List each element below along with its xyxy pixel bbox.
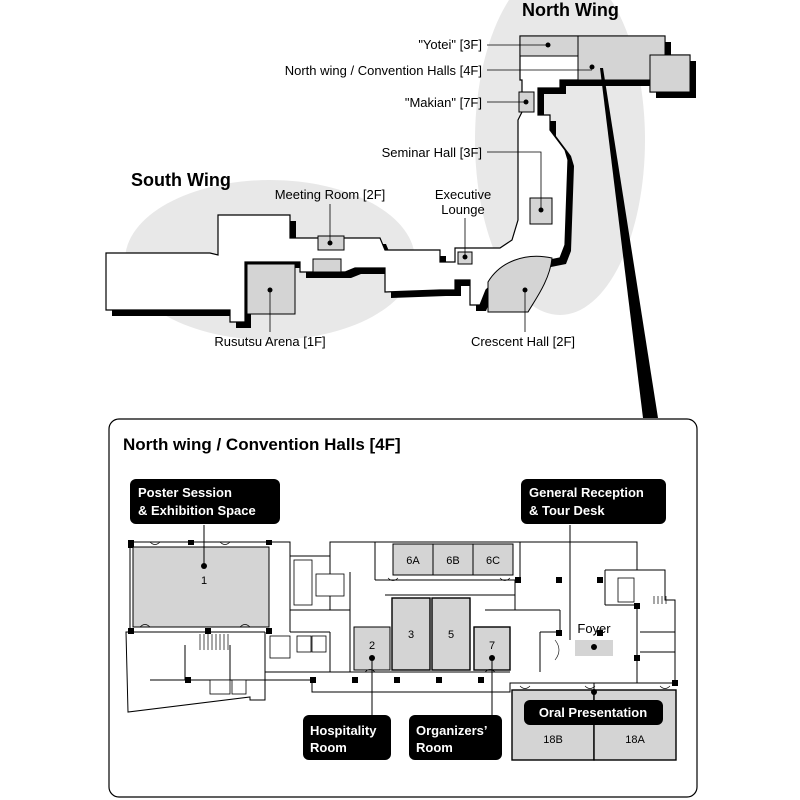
dot-meeting-room: [327, 240, 333, 246]
label-seminar-hall: Seminar Hall [3F]: [382, 145, 482, 160]
callout-poster: Poster Session & Exhibition Space: [130, 479, 280, 524]
north-wing-title: North Wing: [522, 0, 619, 20]
overview-labels: "Yotei" [3F] North wing / Convention Hal…: [214, 37, 595, 349]
building-footprint: [105, 35, 691, 323]
room-7-label: 7: [489, 640, 495, 652]
room-7-marker: [489, 655, 495, 661]
room-1-marker: [201, 563, 207, 569]
room-18b-label: 18B: [543, 734, 563, 746]
detail-title: North wing / Convention Halls [4F]: [123, 435, 401, 454]
room-3-label: 3: [408, 629, 414, 641]
dot-rusutsu-arena: [267, 287, 273, 293]
foyer-label: Foyer: [577, 621, 611, 636]
room-1: [132, 546, 270, 628]
label-executive-lounge-2: Lounge: [441, 202, 484, 217]
room-6a: [392, 543, 434, 576]
dot-yotei: [545, 42, 551, 48]
callout-oral: Oral Presentation: [524, 700, 663, 725]
foyer-marker: [591, 644, 597, 650]
room-6b: [432, 543, 474, 576]
callout-leaders: [203, 525, 595, 715]
label-executive-lounge-1: Executive: [435, 187, 491, 202]
dot-seminar-hall: [538, 207, 544, 213]
room-2-marker: [369, 655, 375, 661]
room-6a-label: 6A: [406, 555, 420, 567]
label-crescent-hall: Crescent Hall [2F]: [471, 334, 575, 349]
callout-hospitality-line1: Hospitality: [310, 723, 377, 738]
callout-oral-text: Oral Presentation: [539, 705, 647, 720]
doors: [139, 541, 671, 689]
stairs: [199, 596, 667, 650]
callout-organizers: Organizers’ Room: [409, 715, 502, 760]
callout-reception: General Reception & Tour Desk: [521, 479, 666, 524]
pillars: [128, 540, 678, 686]
room-5-label: 5: [448, 629, 454, 641]
callout-reception-line1: General Reception: [529, 485, 644, 500]
dot-north-convention: [589, 64, 595, 70]
crescent-hall-shape: [487, 255, 553, 313]
callout-hospitality-line2: Room: [310, 740, 347, 755]
room-3: [391, 597, 431, 671]
zoom-pointer: [600, 68, 658, 418]
meeting-room-lower: [312, 258, 342, 273]
service-rooms: [209, 559, 635, 695]
north-convention-extension: [649, 54, 691, 93]
label-yotei: "Yotei" [3F]: [418, 37, 482, 52]
callout-poster-line2: & Exhibition Space: [138, 503, 256, 518]
dot-executive-lounge: [462, 254, 468, 260]
callout-hospitality: Hospitality Room: [303, 715, 391, 760]
south-wing-title: South Wing: [131, 170, 231, 190]
room-6c: [472, 543, 514, 576]
callout-poster-line1: Poster Session: [138, 485, 232, 500]
room-18a-label: 18A: [625, 734, 645, 746]
room-1-label: 1: [201, 575, 207, 587]
callout-organizers-line2: Room: [416, 740, 453, 755]
oral-marker: [591, 689, 597, 695]
dot-makian: [523, 99, 529, 105]
room-5: [431, 597, 471, 671]
room-6b-label: 6B: [446, 555, 459, 567]
room-2-label: 2: [369, 640, 375, 652]
room-6c-label: 6C: [486, 555, 500, 567]
callout-organizers-line1: Organizers’: [416, 723, 488, 738]
label-north-convention: North wing / Convention Halls [4F]: [285, 63, 482, 78]
label-rusutsu-arena: Rusutsu Arena [1F]: [214, 334, 325, 349]
dot-crescent-hall: [522, 287, 528, 293]
label-meeting-room: Meeting Room [2F]: [275, 187, 386, 202]
callout-reception-line2: & Tour Desk: [529, 503, 605, 518]
label-makian: "Makian" [7F]: [405, 95, 482, 110]
